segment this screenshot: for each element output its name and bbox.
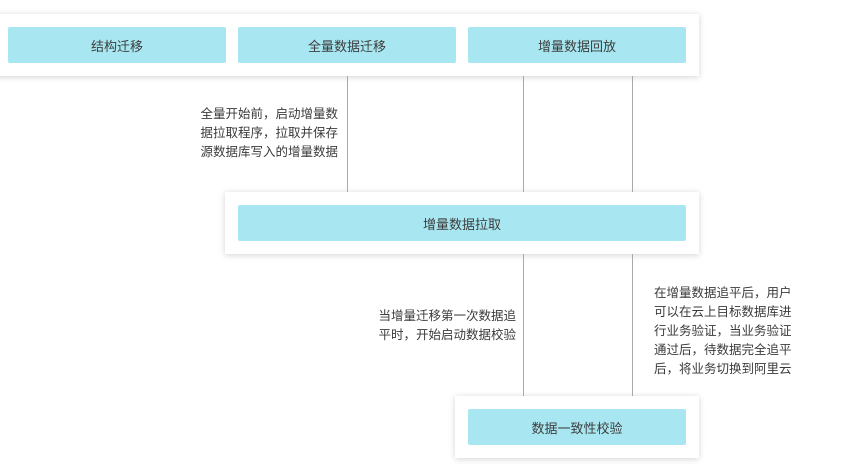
consistency-check-box: 数据一致性校验: [468, 409, 686, 445]
connector-line-writeback-1: [523, 76, 524, 192]
full-migration-box: 全量数据迁移: [238, 27, 456, 63]
connector-line-pull-to-check-2: [632, 254, 633, 396]
incremental-writeback-box: 增量数据回放: [468, 27, 686, 63]
note-line: 当增量迁移第一次数据追: [378, 308, 516, 323]
connector-line-full-to-pull: [347, 76, 348, 192]
note-line: 行业务验证，当业务验证: [654, 323, 792, 338]
connector-line-pull-to-check-1: [523, 254, 524, 396]
note-line: 源数据库写入的增量数据: [200, 144, 338, 159]
note-line: 通过后，待数据完全追平: [654, 342, 792, 357]
note-after-catchup: 在增量数据追平后，用户 可以在云上目标数据库进 行业务验证，当业务验证 通过后，…: [654, 283, 830, 378]
note-line: 平时，开始启动数据校验: [378, 327, 516, 342]
note-before-full-migration: 全量开始前，启动增量数 据拉取程序，拉取并保存 源数据库写入的增量数据: [170, 104, 338, 161]
note-line: 全量开始前，启动增量数: [200, 106, 338, 121]
schema-migration-box: 结构迁移: [8, 27, 226, 63]
connector-line-writeback-2: [632, 76, 633, 192]
note-line: 在增量数据追平后，用户: [654, 285, 792, 300]
incremental-pull-box: 增量数据拉取: [238, 205, 686, 241]
note-line: 后，将业务切换到阿里云: [654, 361, 792, 376]
note-line: 据拉取程序，拉取并保存: [200, 125, 338, 140]
note-first-catchup: 当增量迁移第一次数据追 平时，开始启动数据校验: [334, 306, 516, 344]
note-line: 可以在云上目标数据库进: [654, 304, 792, 319]
